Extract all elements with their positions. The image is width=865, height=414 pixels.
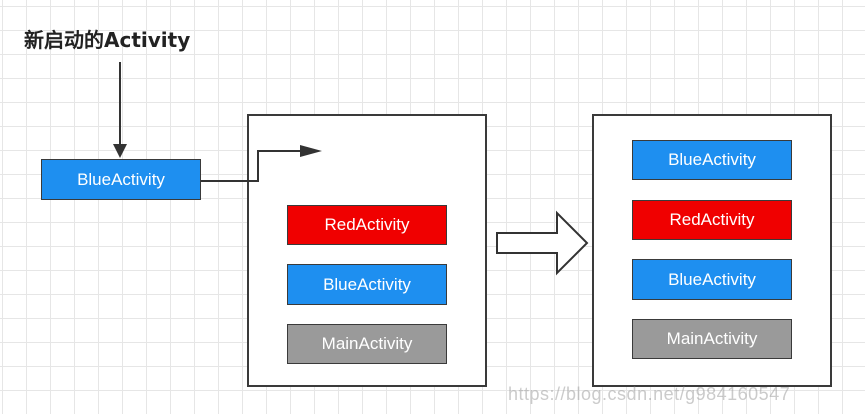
down-arrow-head <box>113 144 127 158</box>
incoming-activity-box: BlueActivity <box>41 159 201 200</box>
before-stack-item: MainActivity <box>287 324 447 364</box>
transition-arrow <box>496 210 589 276</box>
before-stack-item-label: MainActivity <box>321 334 413 353</box>
incoming-activity-label: BlueActivity <box>77 169 165 189</box>
after-stack-item: MainActivity <box>632 319 792 359</box>
before-stack-item-label: RedActivity <box>324 215 410 234</box>
after-stack-item-label: BlueActivity <box>668 269 756 289</box>
diagram-title: 新启动的Activity <box>24 28 191 52</box>
before-stack-item: BlueActivity <box>287 264 447 305</box>
push-connector-head <box>300 145 322 157</box>
after-stack-item-label: MainActivity <box>666 329 758 348</box>
after-stack-item-label: BlueActivity <box>668 150 756 169</box>
before-stack-item: RedActivity <box>287 205 447 245</box>
push-connector-line <box>201 150 302 182</box>
after-stack-item: RedActivity <box>632 200 792 240</box>
after-stack-item: BlueActivity <box>632 259 792 300</box>
after-stack-item: BlueActivity <box>632 140 792 180</box>
watermark: https://blog.csdn.net/g984160547 <box>508 384 791 404</box>
before-stack-item-label: BlueActivity <box>323 274 411 294</box>
after-stack-item-label: RedActivity <box>669 210 755 229</box>
